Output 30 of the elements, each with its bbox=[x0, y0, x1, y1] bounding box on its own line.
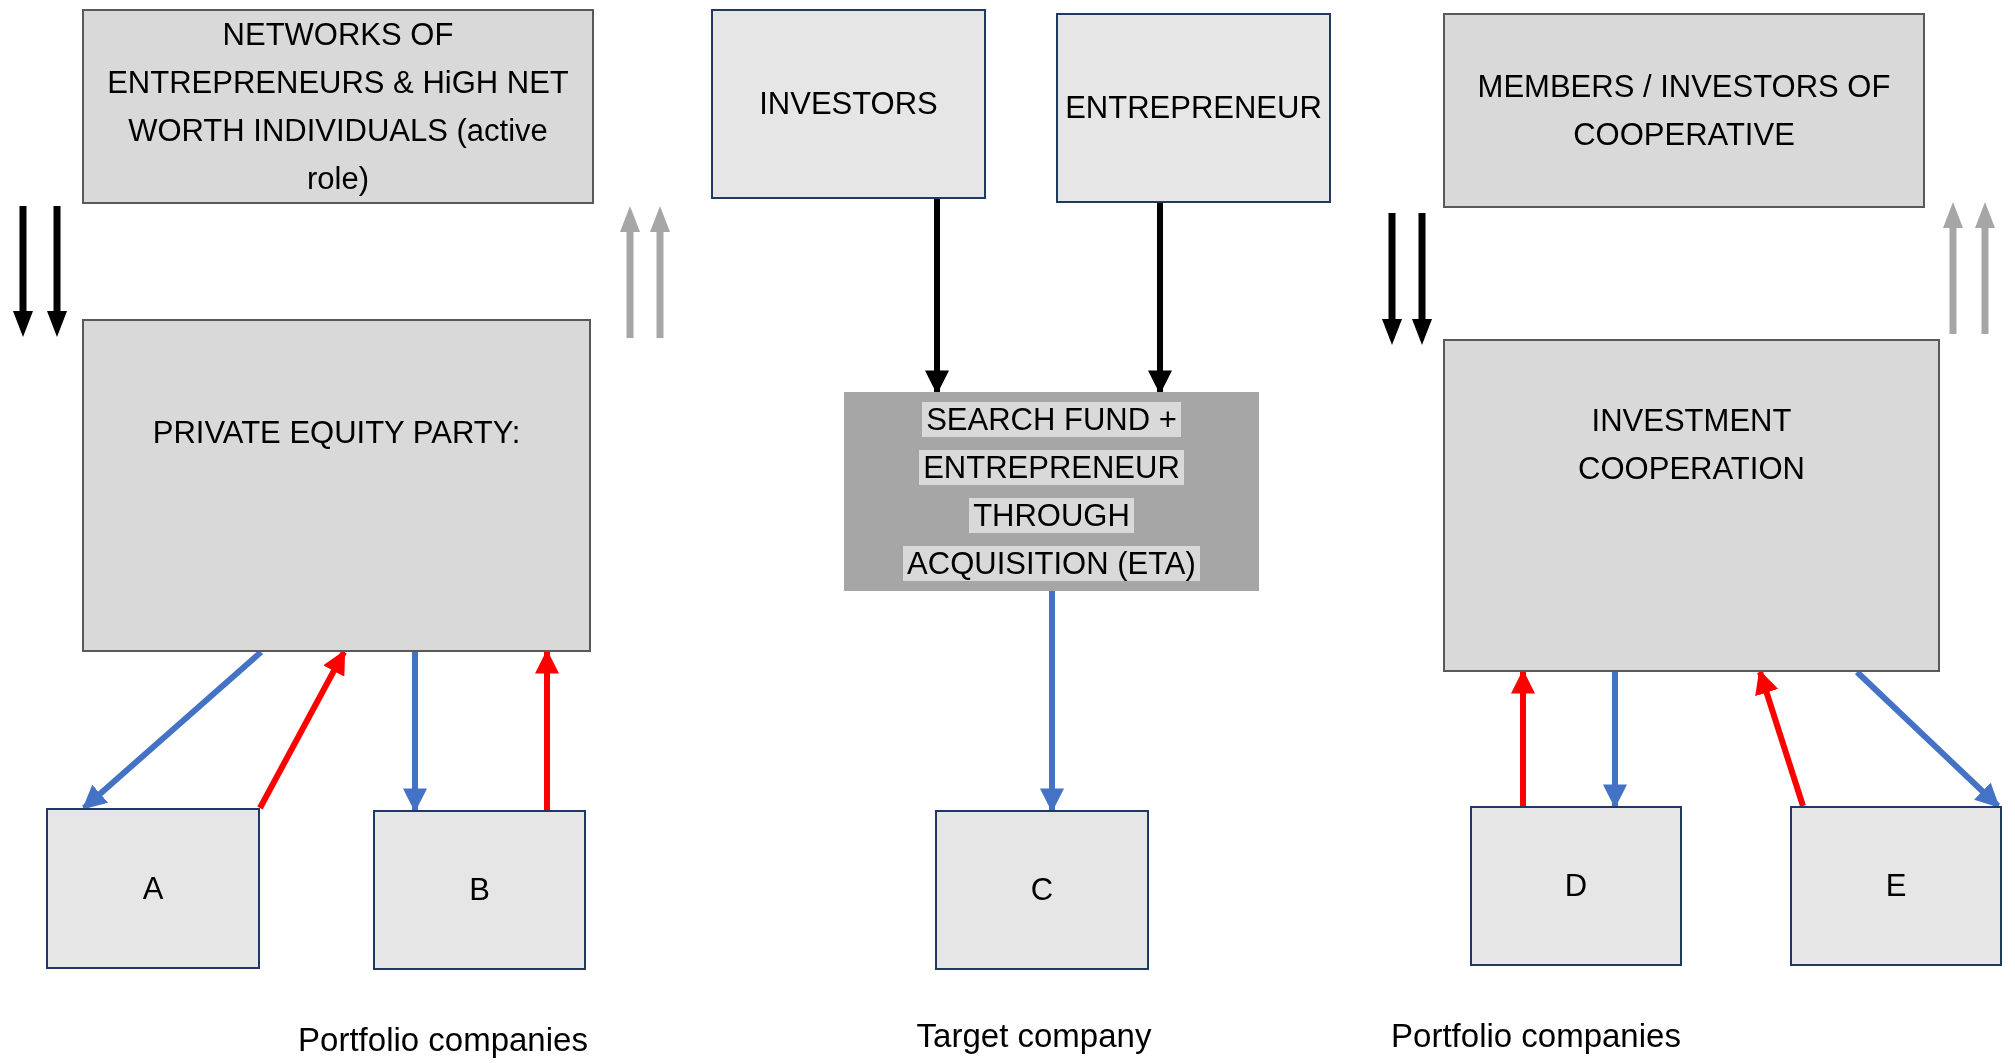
arrow bbox=[403, 652, 427, 813]
process-box bbox=[1056, 13, 1331, 203]
process-box bbox=[1790, 806, 2002, 966]
box-label: D bbox=[1564, 867, 1588, 905]
arrow bbox=[1040, 591, 1064, 813]
box-label: PRIVATE EQUITY PARTY: bbox=[152, 414, 521, 452]
box-label: C bbox=[1030, 871, 1054, 909]
box-label: E bbox=[1885, 867, 1907, 905]
box-label: NETWORKS OF ENTREPRENEURS & HiGH NET WORTH INDIVIDUALS (active role) bbox=[106, 15, 570, 198]
process-box bbox=[82, 319, 591, 652]
group-caption: Target company bbox=[916, 1016, 1152, 1057]
process-box bbox=[373, 810, 586, 970]
arrow bbox=[925, 199, 949, 395]
arrow bbox=[1148, 203, 1172, 395]
box-label: A bbox=[142, 869, 164, 908]
process-box bbox=[1470, 806, 1682, 966]
arrow bbox=[1603, 672, 1627, 809]
process-box bbox=[844, 392, 1259, 591]
box-label: ENTREPRENEUR bbox=[1065, 89, 1322, 127]
box-label: INVESTORS bbox=[759, 85, 938, 123]
process-box bbox=[711, 9, 986, 199]
box-label: INVESTMENT COOPERATION bbox=[1577, 402, 1806, 488]
box-label: B bbox=[469, 871, 490, 909]
process-box bbox=[1443, 13, 1925, 208]
process-box bbox=[46, 808, 260, 969]
group-caption: Portfolio companies bbox=[298, 1020, 588, 1061]
group-caption: Portfolio companies bbox=[1391, 1016, 1681, 1057]
process-box bbox=[935, 810, 1149, 970]
process-box bbox=[1443, 339, 1940, 672]
box-label: MEMBERS / INVESTORS OF COOPERATIVE bbox=[1476, 67, 1892, 154]
